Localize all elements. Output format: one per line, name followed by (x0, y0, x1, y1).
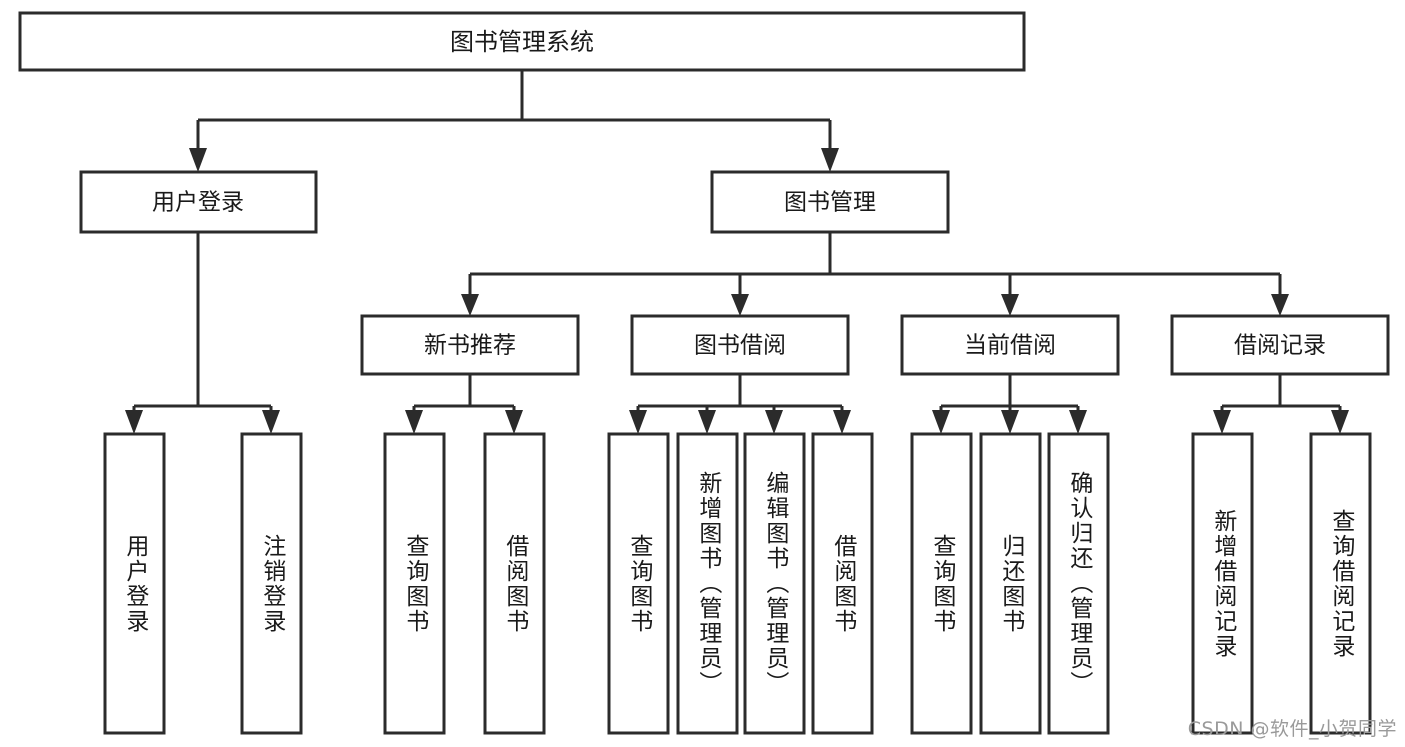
node-current-borrow-label: 当前借阅 (964, 333, 1056, 359)
arrow-to-leaf-borrow-book-1 (505, 410, 523, 434)
node-book-management-box[interactable] (710, 170, 950, 234)
connector-group-current-borrow (932, 374, 1087, 434)
connector-group-user-login (125, 232, 280, 434)
node-user-login-label: 用户登录 (152, 190, 244, 216)
leaf-box-query-book-2[interactable] (607, 432, 670, 735)
node-root-label: 图书管理系统 (450, 28, 594, 56)
leaf-box-query-record[interactable] (1309, 432, 1372, 735)
arrow-to-leaf-add-book (698, 410, 716, 434)
arrow-to-new-book-recommend (461, 294, 479, 316)
leaf-box-edit-book[interactable] (743, 432, 806, 735)
leaf-box-return-book[interactable] (979, 432, 1042, 735)
arrow-to-leaf-borrow-book-2 (833, 410, 851, 434)
node-borrow-record[interactable]: 借阅记录 (1170, 314, 1390, 376)
arrow-to-leaf-confirm-return (1069, 410, 1087, 434)
leaf-box-borrow-book-1[interactable] (483, 432, 546, 735)
node-book-borrow-box[interactable] (630, 314, 850, 376)
connector-group-book-management (461, 232, 1289, 316)
node-borrow-record-label: 借阅记录 (1234, 333, 1326, 359)
arrow-to-leaf-edit-book (765, 410, 783, 434)
arrow-to-book-borrow (731, 294, 749, 316)
arrow-to-leaf-user-login (125, 410, 143, 434)
arrow-to-leaf-query-book-3 (932, 410, 950, 434)
arrow-to-leaf-return-book (1001, 410, 1019, 434)
leaf-box-logout[interactable] (240, 432, 303, 735)
arrow-to-borrow-record (1271, 294, 1289, 316)
node-root-box[interactable] (18, 11, 1026, 72)
arrow-to-leaf-query-record (1331, 410, 1349, 434)
connector-group-borrow-record (1213, 374, 1349, 434)
node-new-book-recommend-box[interactable] (360, 314, 580, 376)
node-book-borrow-label: 图书借阅 (694, 333, 786, 359)
leaf-box-borrow-book-2[interactable] (811, 432, 874, 735)
node-user-login-box[interactable] (79, 170, 318, 234)
leaf-box-add-book[interactable] (676, 432, 739, 735)
node-current-borrow[interactable]: 当前借阅 (900, 314, 1120, 376)
leaf-box-confirm-return[interactable] (1047, 432, 1110, 735)
arrow-to-leaf-logout (262, 410, 280, 434)
leaf-box-query-book-3[interactable] (910, 432, 973, 735)
arrow-to-book-management (821, 148, 839, 172)
node-book-management-label: 图书管理 (784, 190, 876, 216)
node-book-management[interactable]: 图书管理 (710, 170, 950, 234)
connector-group-new-book-recommend (405, 374, 523, 434)
arrow-to-current-borrow (1001, 294, 1019, 316)
arrow-to-user-login (189, 148, 207, 172)
connector-group-root (189, 70, 839, 172)
node-user-login[interactable]: 用户登录 (79, 170, 318, 234)
node-current-borrow-box[interactable] (900, 314, 1120, 376)
leaf-box-add-record[interactable] (1191, 432, 1254, 735)
csdn-watermark: CSDN @软件_小贺同学 (1187, 718, 1397, 740)
node-new-book-recommend-label: 新书推荐 (424, 333, 516, 359)
arrow-to-leaf-query-book-2 (629, 410, 647, 434)
node-new-book-recommend[interactable]: 新书推荐 (360, 314, 580, 376)
node-book-borrow[interactable]: 图书借阅 (630, 314, 850, 376)
arrow-to-leaf-add-record (1213, 410, 1231, 434)
arrow-to-leaf-query-book-1 (405, 410, 423, 434)
node-root[interactable]: 图书管理系统 (18, 11, 1026, 72)
leaf-box-user-login[interactable] (103, 432, 166, 735)
leaf-box-query-book-1[interactable] (383, 432, 446, 735)
connector-group-book-borrow (629, 374, 851, 434)
node-borrow-record-box[interactable] (1170, 314, 1390, 376)
